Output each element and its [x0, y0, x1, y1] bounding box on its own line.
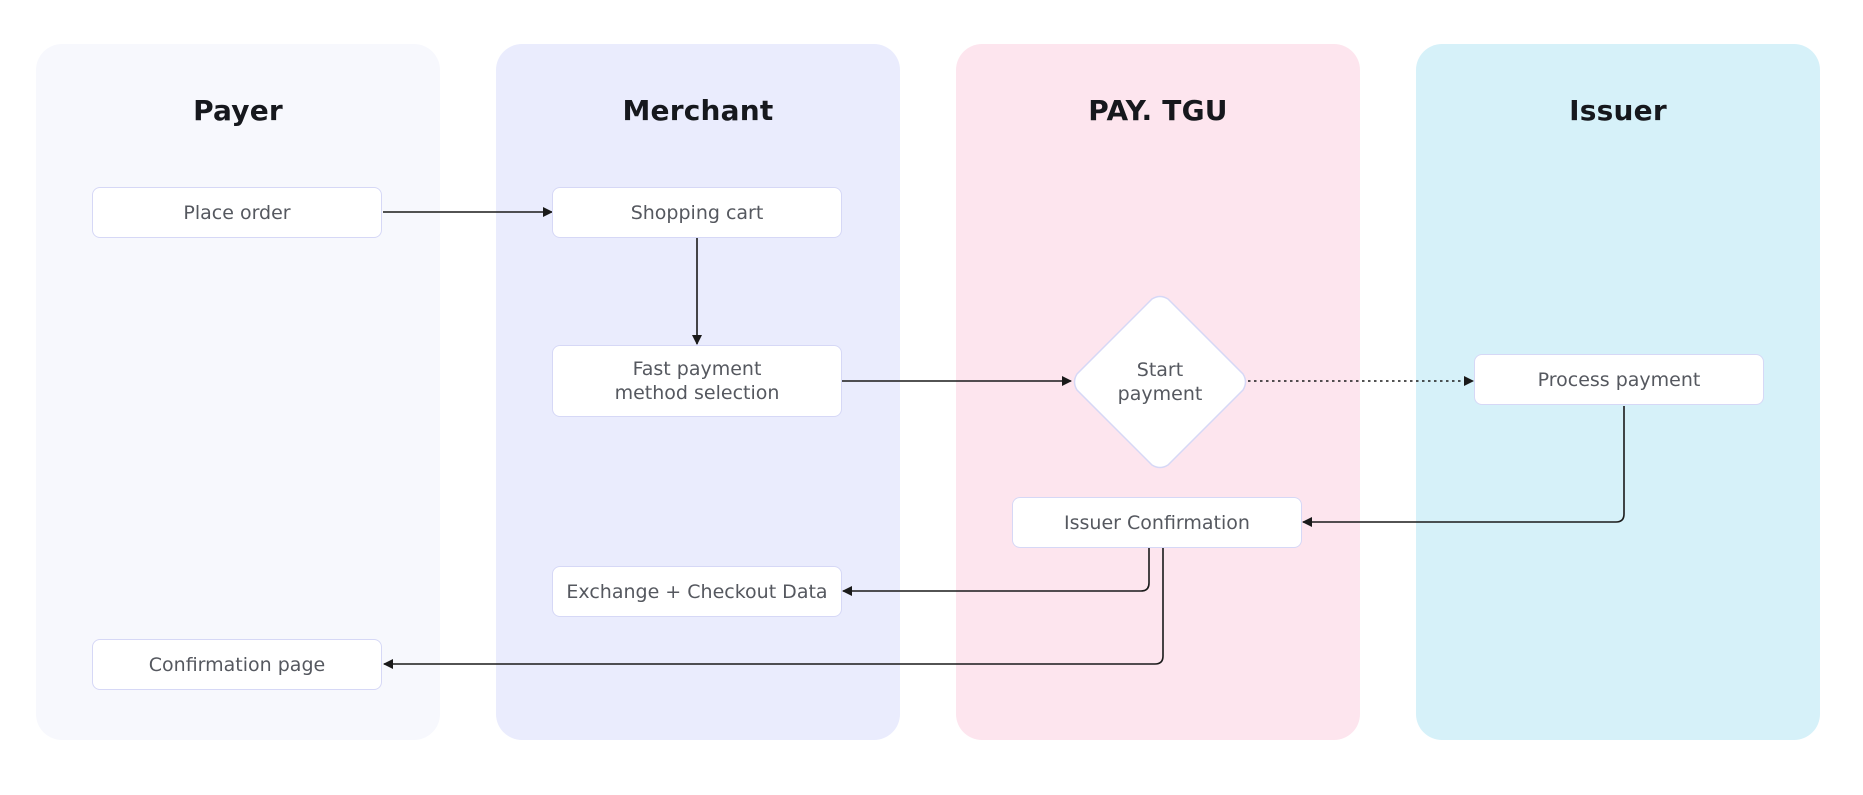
arrow-issuer-confirmation-to-confirmation-page — [383, 548, 1164, 669]
confirmation-page-node: Confirmation page — [92, 639, 382, 690]
issuer-confirmation-node: Issuer Confirmation — [1012, 497, 1302, 548]
arrow-issuer-confirmation-to-exchange-checkout — [842, 548, 1150, 596]
process-payment-node: Process payment — [1474, 354, 1764, 405]
lane-title-issuer: Issuer — [1569, 94, 1667, 127]
shopping-cart-node: Shopping cart — [552, 187, 842, 238]
fast-payment-method-selection-node: Fast payment method selection — [552, 345, 842, 417]
decision-diamond-shape — [1073, 295, 1247, 469]
start-payment-decision: Start payment — [1072, 294, 1248, 470]
lane-title-merchant: Merchant — [622, 94, 774, 127]
lane-title-pay-tgu: PAY. TGU — [1088, 94, 1228, 127]
start-payment-label: Start payment — [1117, 359, 1203, 405]
lane-payer: Payer — [36, 44, 440, 740]
lane-title-payer: Payer — [193, 94, 283, 127]
arrow-process-payment-to-issuer-confirmation — [1302, 406, 1625, 527]
place-order-node: Place order — [92, 187, 382, 238]
exchange-checkout-data-node: Exchange + Checkout Data — [552, 566, 842, 617]
